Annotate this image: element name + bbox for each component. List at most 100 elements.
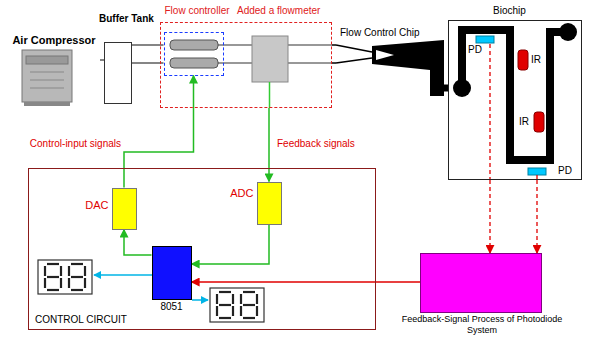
connector bbox=[332, 44, 336, 46]
flowmeter-region: Added a flowmeterFlow controller bbox=[160, 22, 332, 108]
seven-segment-display bbox=[71, 276, 83, 278]
seven-segment-display bbox=[256, 294, 258, 304]
seven-segment-display bbox=[216, 294, 218, 304]
air-compressor bbox=[30, 72, 64, 73]
part-label: IR bbox=[531, 54, 541, 66]
connector bbox=[124, 76, 194, 188]
seven-segment-display bbox=[47, 289, 59, 291]
seven-segment-display bbox=[68, 278, 70, 288]
node-label: ADC bbox=[230, 187, 253, 200]
flow-controller-valve bbox=[170, 58, 218, 68]
flow-controller: Flow controller bbox=[164, 32, 224, 76]
seven-segment-display bbox=[84, 278, 86, 288]
connector bbox=[124, 230, 152, 256]
biochip-channel bbox=[559, 23, 577, 41]
biochip-channel bbox=[453, 23, 577, 160]
ir-source bbox=[518, 50, 544, 132]
seven-segment-display bbox=[243, 317, 255, 319]
seven-segment-display bbox=[219, 304, 231, 306]
seven-segment-display bbox=[216, 306, 218, 316]
flowmeter bbox=[252, 36, 288, 82]
seven-segment-display bbox=[68, 266, 70, 276]
flow-control-chip-channel bbox=[376, 50, 394, 60]
part-label: PD bbox=[468, 44, 482, 56]
photodiode bbox=[476, 36, 494, 43]
part-label: PD bbox=[558, 165, 572, 177]
node-label: Added a flowmeter bbox=[237, 5, 320, 17]
tube bbox=[288, 62, 332, 63]
connector bbox=[489, 180, 490, 253]
ir-source bbox=[534, 112, 544, 132]
tube bbox=[288, 44, 332, 45]
seven-segment-display bbox=[44, 278, 46, 288]
node-label: Flow controller bbox=[165, 5, 230, 17]
seven-segment-display bbox=[60, 266, 62, 276]
display-signal bbox=[94, 274, 152, 276]
flow-control-chip: Flow Control Chip bbox=[336, 22, 444, 108]
signal-label: Feedback signals bbox=[276, 138, 356, 150]
seven-segment-display bbox=[71, 263, 83, 265]
node-label: Biochip bbox=[493, 5, 526, 17]
seven-segment-display bbox=[210, 288, 264, 322]
biochip-channel bbox=[462, 30, 566, 160]
node-label: Flow Control Chip bbox=[340, 27, 419, 39]
control-circuit: CONTROL CIRCUIT DAC ADC 8051 bbox=[28, 168, 376, 330]
photodiode-signal bbox=[489, 44, 490, 180]
air-compressor bbox=[22, 50, 72, 106]
seven-segment-display bbox=[47, 276, 59, 278]
node-label: DAC bbox=[85, 199, 108, 212]
seven-segment-display bbox=[44, 266, 46, 276]
node-label: 8051 bbox=[160, 301, 182, 313]
air-compressor bbox=[26, 56, 68, 64]
air-compressor bbox=[24, 102, 70, 106]
connector bbox=[536, 180, 537, 253]
connector bbox=[332, 62, 336, 64]
dac-block: DAC bbox=[112, 188, 137, 230]
seven-segment-display bbox=[84, 266, 86, 276]
flow-control-chip-channel bbox=[336, 40, 444, 96]
seven-segment-display bbox=[219, 291, 231, 293]
seven-segment-display bbox=[71, 289, 83, 291]
photodiode bbox=[528, 168, 546, 175]
flow-control-chip-channel bbox=[336, 45, 372, 52]
seven-segment-display bbox=[232, 306, 234, 316]
photodiode-signal bbox=[490, 44, 537, 180]
flow-control-chip-channel bbox=[336, 58, 372, 63]
adc-block: ADC bbox=[257, 182, 282, 225]
seven-segment-display bbox=[240, 306, 242, 316]
flow-controller-valve bbox=[170, 40, 218, 50]
part-label: IR bbox=[519, 116, 529, 128]
photodiode bbox=[476, 36, 546, 175]
seven-segment-display bbox=[60, 278, 62, 288]
seven-segment-display bbox=[232, 294, 234, 304]
connector bbox=[268, 108, 270, 182]
signal-label: Control-input signals bbox=[14, 138, 122, 150]
photodiode-processor: Feedback-Signal Process of Photodiode Sy… bbox=[420, 253, 542, 313]
buffer-tank: Buffer Tank bbox=[104, 42, 132, 104]
seven-segment-display bbox=[219, 317, 231, 319]
node-label: Feedback-Signal Process of Photodiode Sy… bbox=[392, 314, 572, 336]
seven-segment-display bbox=[47, 263, 59, 265]
seven-segment-display bbox=[243, 291, 255, 293]
seven-segment-display bbox=[38, 260, 92, 294]
microcontroller: 8051 bbox=[152, 246, 192, 300]
flow-control-chip-channel bbox=[372, 40, 444, 96]
connector bbox=[132, 62, 164, 63]
node-label: Air Compressor bbox=[12, 33, 95, 47]
ir-source bbox=[518, 50, 528, 70]
air-compressor bbox=[22, 50, 72, 102]
connector bbox=[192, 281, 421, 283]
connector bbox=[132, 44, 164, 45]
signal-wire bbox=[269, 82, 271, 108]
air-compressor bbox=[30, 88, 64, 89]
display-signal bbox=[192, 299, 208, 301]
seven-segment-display bbox=[256, 306, 258, 316]
biochip-channel bbox=[453, 79, 471, 97]
air-compressor bbox=[30, 80, 64, 81]
seven-segment-display bbox=[240, 294, 242, 304]
node-label: Buffer Tank bbox=[99, 13, 154, 25]
node-label: CONTROL CIRCUIT bbox=[35, 314, 127, 326]
connector bbox=[192, 225, 270, 265]
compressor-unit: Air Compressor bbox=[8, 30, 100, 108]
seven-segment-display bbox=[243, 304, 255, 306]
